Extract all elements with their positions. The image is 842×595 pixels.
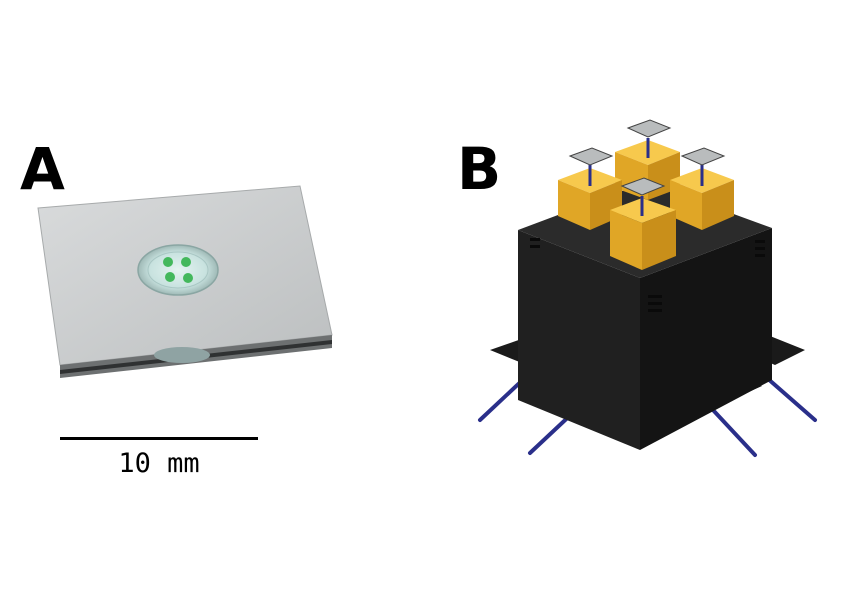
well-dot — [163, 257, 173, 267]
device-illustration — [478, 119, 817, 457]
panel-label-b: B — [457, 135, 502, 203]
chip-illustration — [37, 185, 333, 378]
sensor-plates — [568, 119, 726, 216]
well-dot — [165, 272, 175, 282]
panel-label-a: A — [20, 135, 65, 203]
scale-bar — [60, 437, 258, 440]
bottom-port — [154, 347, 210, 363]
well-dot — [183, 273, 193, 283]
sample-holders — [558, 140, 734, 270]
cube-front-right — [640, 228, 772, 450]
cube-front-left — [518, 230, 640, 450]
culture-well — [137, 244, 219, 296]
scale-bar-label: 10 mm — [118, 448, 200, 479]
well-dot — [181, 257, 191, 267]
